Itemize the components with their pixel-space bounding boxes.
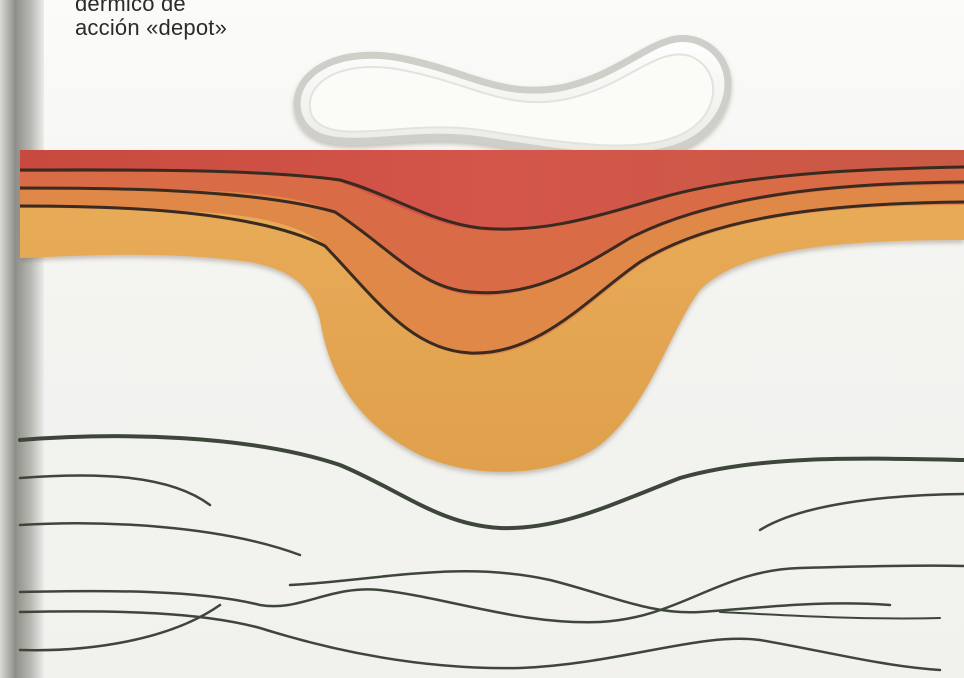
subcutis-line-8 bbox=[20, 611, 940, 670]
left-edge-fold bbox=[0, 0, 44, 678]
subcutis-line-4 bbox=[760, 494, 964, 530]
subcutis-line-7 bbox=[290, 571, 890, 612]
subcutis-line-3 bbox=[20, 523, 300, 555]
subcutis-line-9 bbox=[720, 612, 940, 618]
ribbon-inner-edge bbox=[310, 54, 713, 145]
subcutis-line-2 bbox=[20, 475, 210, 505]
